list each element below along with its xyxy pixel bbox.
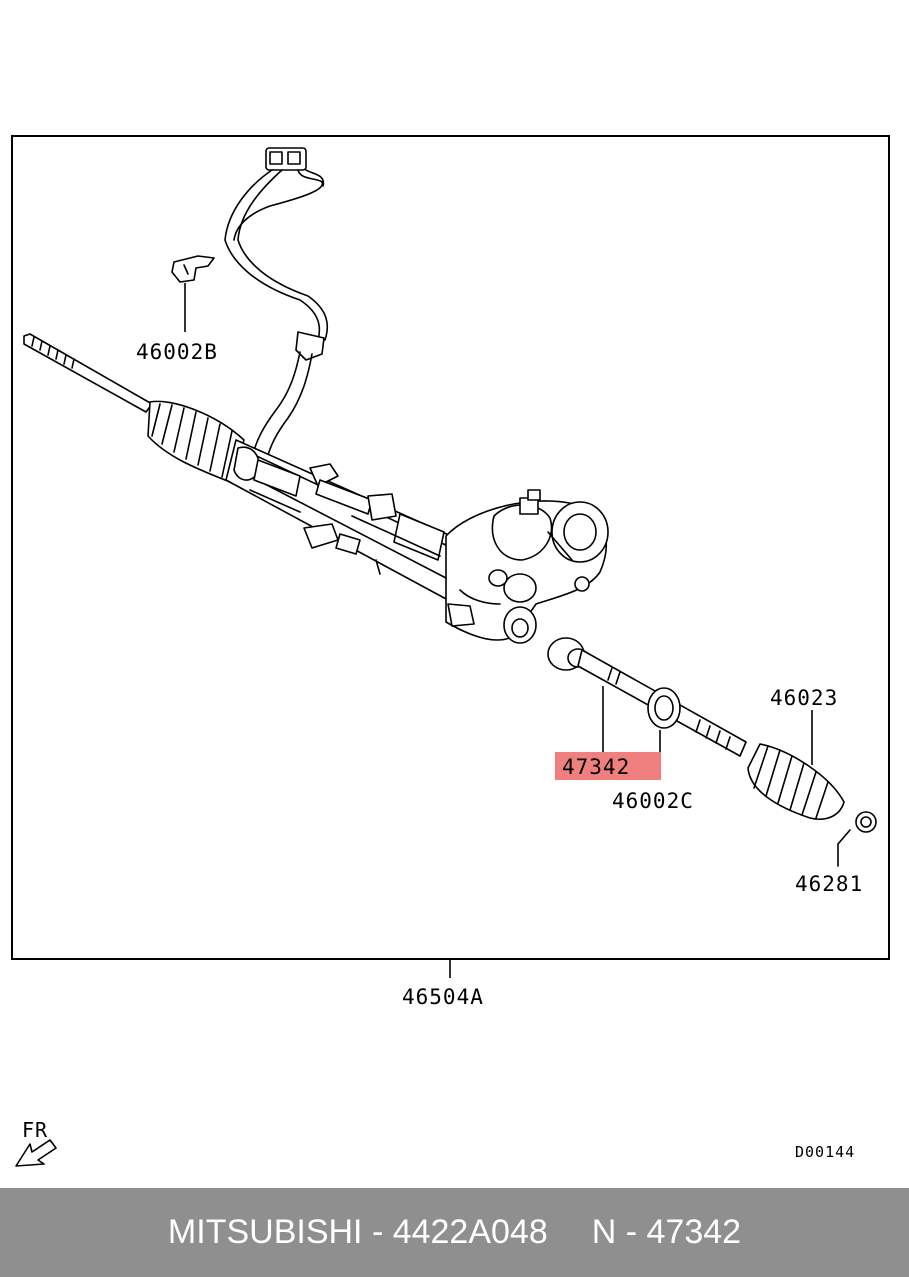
- label-47342: 47342: [562, 755, 630, 779]
- footer-reference: N - 47342: [591, 1213, 742, 1251]
- band-46281: [837, 811, 877, 867]
- label-46281: 46281: [795, 872, 863, 896]
- wiring-harness: [224, 147, 329, 463]
- footer-brand-part: MITSUBISHI - 4422A048: [167, 1213, 548, 1251]
- boot-46023: [747, 710, 845, 820]
- tie-rod-47342: [547, 637, 747, 757]
- gear-housing: [445, 489, 609, 644]
- rack-housing: [225, 439, 461, 601]
- left-rack-rod: [23, 333, 153, 413]
- diagram-code: D00144: [795, 1143, 855, 1161]
- label-46002C: 46002C: [612, 789, 694, 813]
- direction-label: FR: [22, 1118, 48, 1142]
- label-46002B: 46002B: [136, 340, 218, 364]
- front-direction-arrow-icon: FR: [15, 1118, 57, 1167]
- parts-diagram: 46002B 47342 46002C 46023 46281 46504A F…: [11, 135, 890, 1167]
- tie-rod-highlight: [555, 752, 661, 780]
- footer-bar: MITSUBISHI - 4422A048 N - 47342: [0, 1188, 909, 1277]
- bracket-46002B: [171, 255, 215, 332]
- label-46023: 46023: [770, 686, 838, 710]
- label-46504A: 46504A: [402, 985, 484, 1009]
- clip-46002C: [647, 687, 681, 780]
